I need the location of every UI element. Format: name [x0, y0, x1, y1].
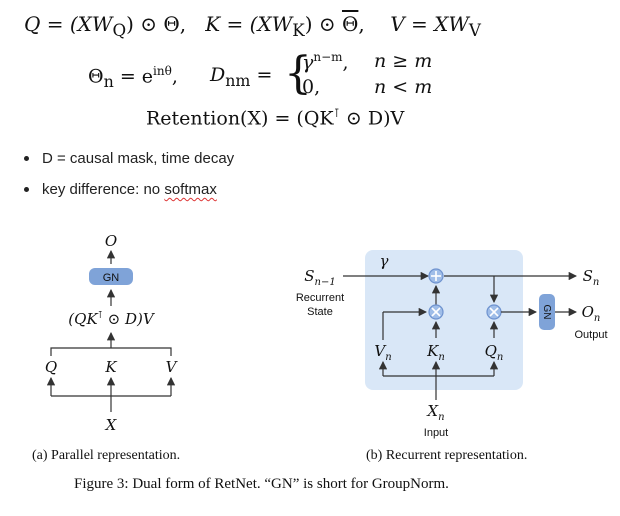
recurrent-k-label: Kn [426, 342, 445, 363]
recurrent-gn-box [539, 294, 555, 330]
parallel-x-label: X [105, 416, 118, 434]
input-label: Input [424, 427, 448, 439]
state-prev-label: Sn−1 [304, 267, 335, 288]
output-label: Output [574, 329, 607, 341]
input-x-label: Xn [426, 402, 444, 423]
parallel-formula: (QK⊺ ⊙ D)V [68, 310, 156, 328]
caption-parallel: (a) Parallel representation. [32, 448, 181, 463]
parallel-v-label: V [166, 358, 179, 376]
gamma-label: γ [380, 252, 389, 270]
recurrent-gn-label: GN [541, 305, 552, 320]
spellcheck-flagged-word[interactable]: softmax [164, 181, 217, 198]
state-label: State [307, 306, 333, 318]
equation-line-2: Θn = einθ, Dnm = { γn−m, n ≥ m 0, n < m [88, 48, 433, 99]
recurrent-diagram: γ Sn−1 Recurrent State Sn [296, 250, 608, 439]
parallel-gn-label: GN [103, 272, 120, 284]
parallel-q-label: Q [45, 358, 57, 376]
recurrent-v-label: Vn [374, 342, 391, 363]
equation-line-1: Q = (XWQ) ⊙ Θ, K = (XWK) ⊙ Θ, V = XWV [24, 12, 481, 40]
parallel-gn-box [89, 268, 133, 285]
parallel-output-label: O [105, 232, 117, 250]
bullet-item: key difference: no softmax [22, 181, 234, 212]
recurrent-label: Recurrent [296, 292, 344, 304]
output-o-label: On [582, 303, 601, 324]
figure-caption: Figure 3: Dual form of RetNet. “GN” is s… [74, 476, 449, 492]
recurrent-panel [365, 250, 523, 390]
bullet-list: D = causal mask, time decay key differen… [22, 150, 234, 212]
equation-line-3: Retention(X) = (QK⊺ ⊙ D)V [146, 106, 405, 130]
caption-recurrent: (b) Recurrent representation. [366, 448, 528, 463]
parallel-k-label: K [104, 358, 117, 376]
parallel-diagram: O GN (QK⊺ ⊙ D)V Q K V X [45, 232, 179, 434]
recurrent-q-label: Qn [485, 342, 504, 363]
bullet-item: D = causal mask, time decay [22, 150, 234, 181]
state-next-label: Sn [583, 267, 600, 288]
